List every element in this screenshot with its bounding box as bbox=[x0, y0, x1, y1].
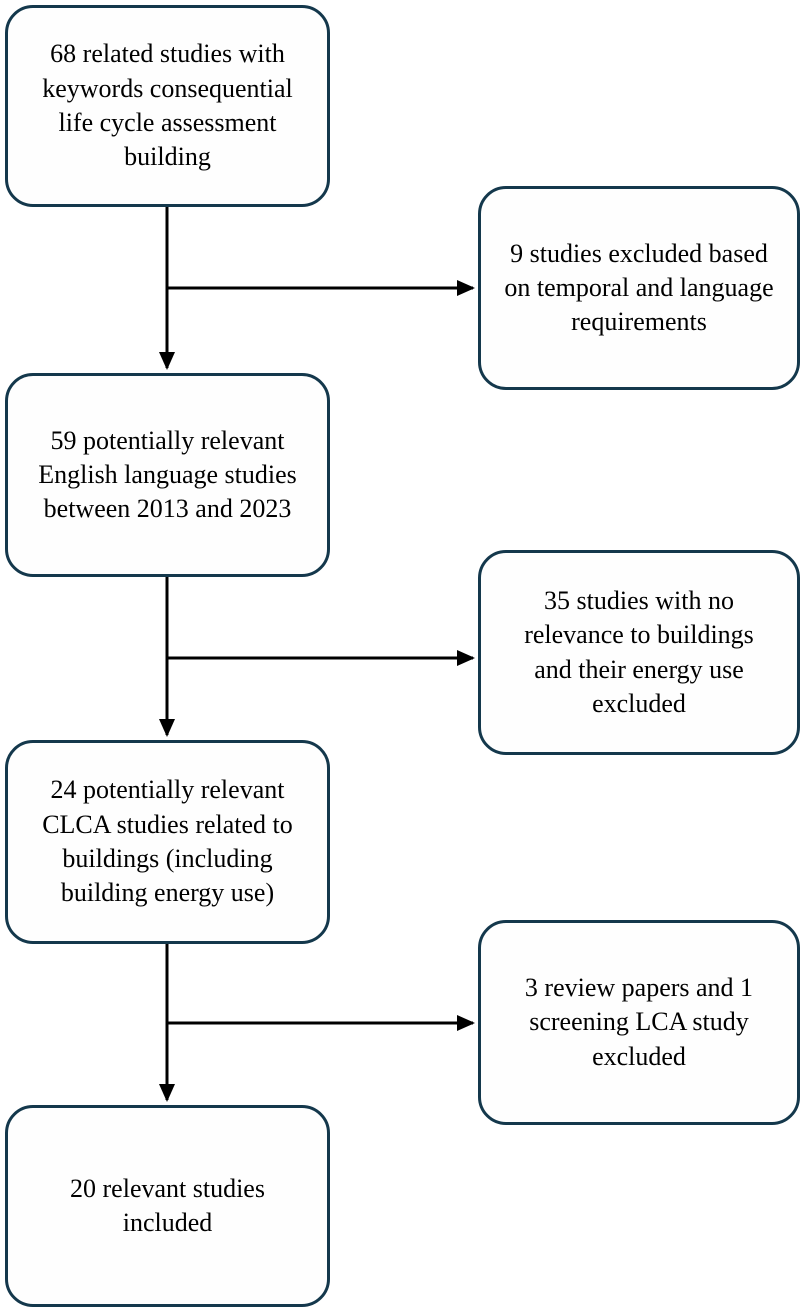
flow-box-included-studies: 20 relevant studies included bbox=[5, 1105, 330, 1307]
flow-box-excluded-no-relevance: 35 studies with no relevance to building… bbox=[478, 550, 800, 755]
flow-box-initial-studies: 68 related studies with keywords consequ… bbox=[5, 5, 330, 207]
flow-box-text: 20 relevant studies included bbox=[70, 1173, 265, 1237]
flow-box-relevant-english-studies: 59 potentially relevant English language… bbox=[5, 373, 330, 577]
flow-box-text: 59 potentially relevant English language… bbox=[38, 425, 297, 524]
flow-box-excluded-review-screening: 3 review papers and 1 screening LCA stud… bbox=[478, 920, 800, 1125]
flow-box-text: 9 studies excluded based on temporal and… bbox=[504, 238, 774, 337]
flow-box-clca-building-studies: 24 potentially relevant CLCA studies rel… bbox=[5, 740, 330, 944]
flow-box-text: 68 related studies with keywords consequ… bbox=[42, 39, 293, 172]
flow-box-text: 24 potentially relevant CLCA studies rel… bbox=[42, 775, 293, 908]
flow-box-text: 35 studies with no relevance to building… bbox=[524, 585, 754, 718]
flow-box-excluded-temporal-language: 9 studies excluded based on temporal and… bbox=[478, 186, 800, 390]
flow-box-text: 3 review papers and 1 screening LCA stud… bbox=[524, 973, 754, 1071]
